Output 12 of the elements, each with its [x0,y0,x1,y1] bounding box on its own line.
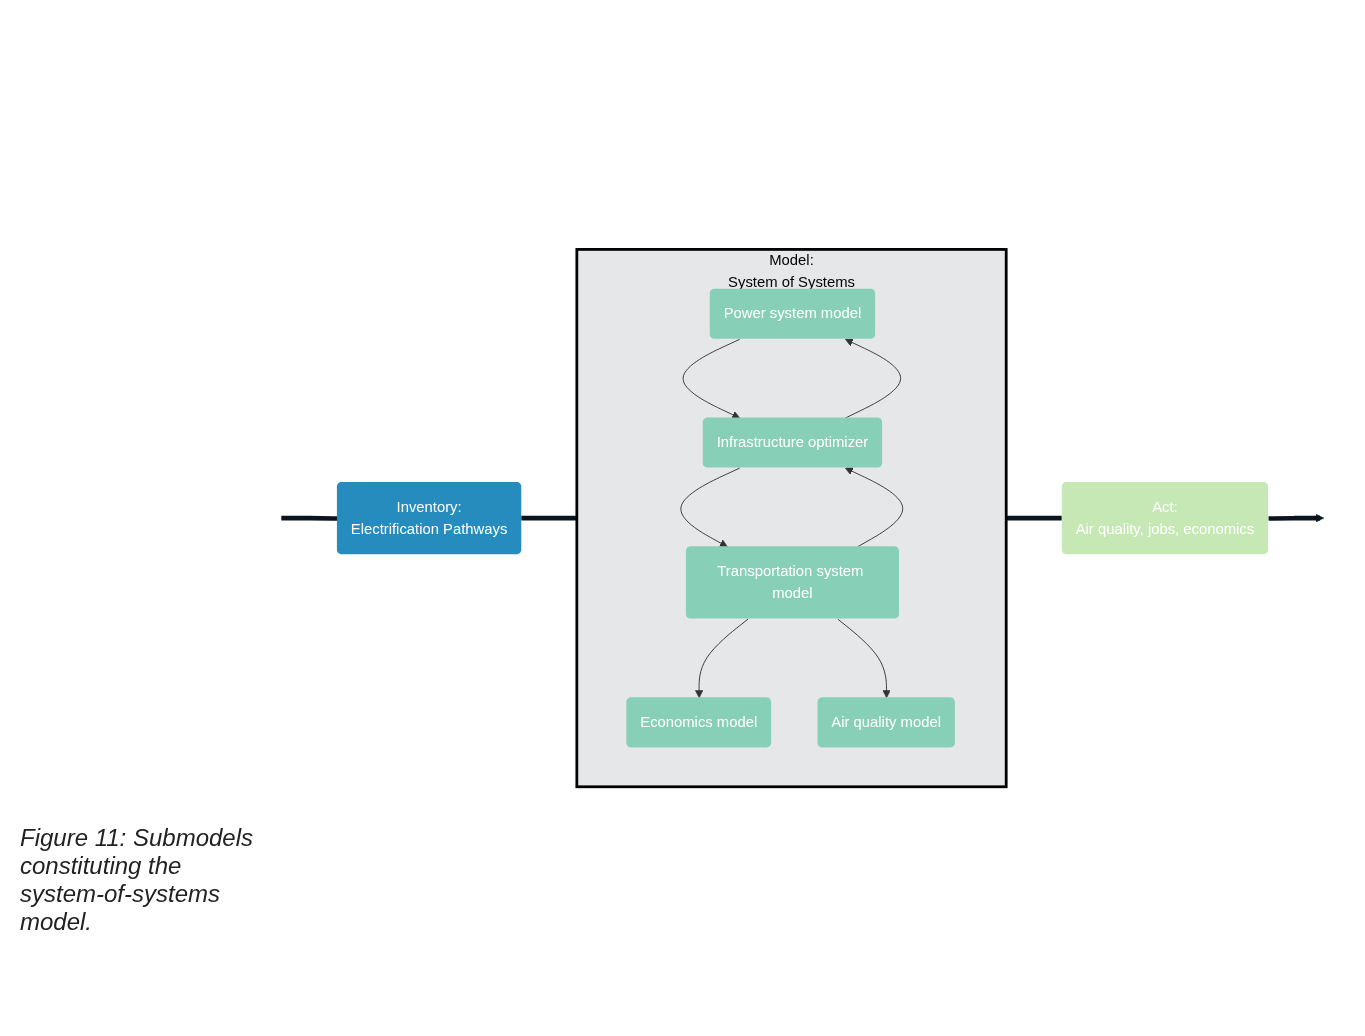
connector [521,515,577,521]
node-box: Air quality model [817,697,955,748]
figure-caption: Figure 11: Submodels constituting the system-of-systems model. [20,824,254,936]
arrow [1268,513,1325,523]
node-box: Economics model [626,697,772,748]
node-box: Transportation system model [685,546,899,619]
connector [281,515,338,521]
node-box: Inventory: Electrification Pathways [336,481,522,555]
node-box: Act: Air quality, jobs, economics [1061,481,1269,555]
node-box: Power system model [709,288,876,339]
node-box: Infrastructure optimizer [702,417,883,468]
connector [1006,515,1062,521]
